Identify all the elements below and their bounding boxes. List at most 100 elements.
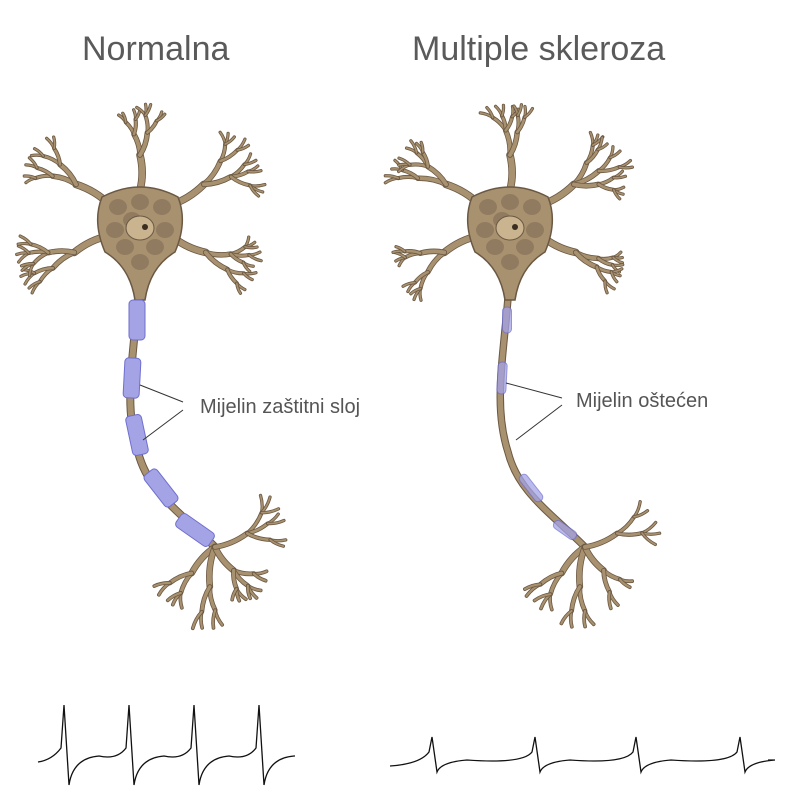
- dendrite-branch: [153, 581, 171, 588]
- label-pointer-line: [139, 384, 184, 403]
- dendrite-branch: [618, 166, 634, 169]
- organelle: [501, 254, 519, 270]
- dendrite-branch: [395, 245, 406, 253]
- dendrite-branch: [538, 571, 564, 586]
- dendrite-branch: [33, 147, 45, 157]
- dendrite-branch: [410, 139, 418, 154]
- axon: [497, 271, 587, 549]
- dendrite-branch: [533, 593, 552, 602]
- dendrite-branch: [201, 174, 233, 187]
- dendrite-branch: [633, 509, 649, 518]
- dendrite-branch: [121, 112, 127, 124]
- title-normal: Normalna: [82, 30, 230, 68]
- label-pointer-line: [515, 404, 563, 441]
- dendrite-branch: [420, 141, 424, 153]
- dendrite-branch: [573, 250, 599, 270]
- dendrite-branch: [610, 271, 618, 283]
- dendrite-branch: [20, 262, 35, 267]
- organelle: [156, 222, 174, 238]
- damaged-myelin-segment: [552, 519, 578, 541]
- dendrite-branch: [608, 590, 612, 610]
- dendrite-branch: [609, 150, 621, 159]
- dendrite-branch: [384, 174, 400, 179]
- dendrite-branch: [17, 245, 30, 254]
- dendrite-branch: [597, 143, 608, 151]
- dendrite-branch: [523, 583, 542, 591]
- cell-body: [466, 186, 554, 301]
- label-pointer-line: [505, 382, 563, 399]
- dendrite-branch: [242, 261, 251, 273]
- dendrite-branch: [243, 159, 257, 166]
- dendrite-branch: [249, 184, 260, 197]
- dendrite-branch: [641, 532, 657, 546]
- dendrite-branch: [410, 287, 422, 295]
- dendrite-branch: [269, 538, 285, 548]
- dendrite-branch: [208, 585, 217, 612]
- dendrite-branch: [46, 248, 77, 255]
- dendrite-branch: [28, 157, 38, 169]
- dendrite-branch: [508, 130, 520, 157]
- dendrite-branch: [236, 144, 250, 151]
- nucleolus: [142, 224, 148, 230]
- organelle: [479, 199, 497, 215]
- dendrite-branch: [231, 587, 238, 601]
- dendrite-branch: [213, 531, 250, 549]
- organelle: [523, 199, 541, 215]
- ms-neuron: [383, 103, 662, 629]
- organelle: [516, 239, 534, 255]
- organelle: [501, 194, 519, 210]
- dendrite-branch: [516, 103, 523, 117]
- dendrite-branch: [236, 282, 242, 295]
- dendrite-branch: [523, 107, 534, 119]
- dendrite-branch: [425, 164, 449, 187]
- organelle: [526, 222, 544, 238]
- dendrite-branch: [582, 544, 607, 573]
- dendrite-branch: [578, 585, 587, 613]
- organelle: [486, 239, 504, 255]
- dendrite-branch: [52, 136, 56, 150]
- dendrite-branch: [33, 266, 55, 275]
- cell-body: [96, 186, 184, 301]
- dendrite-branch: [418, 249, 447, 256]
- dendrite-branch: [244, 246, 258, 249]
- dendrite-branch: [612, 175, 627, 179]
- myelin-segment: [122, 357, 142, 399]
- dendrite-branch: [266, 519, 285, 525]
- dendrite-branch: [219, 148, 239, 163]
- dendrite-branch: [168, 571, 194, 585]
- dendrite-branch: [612, 256, 624, 264]
- myelin-segment: [128, 299, 146, 341]
- dendrite-branch: [155, 113, 166, 122]
- dendrite-branch: [203, 250, 230, 272]
- dendrite-branch: [402, 281, 416, 288]
- dendrite-branch: [248, 254, 262, 262]
- dendrite-branch: [615, 531, 644, 537]
- dendrite-branch: [224, 136, 236, 145]
- organelle: [146, 239, 164, 255]
- dendrite-branch: [137, 152, 146, 193]
- dendrite-branch: [425, 250, 447, 275]
- damaged-myelin-segment: [518, 473, 544, 503]
- organelle: [116, 239, 134, 255]
- dendrite-branch: [138, 130, 150, 157]
- normal-neuron: [15, 102, 288, 631]
- damaged-myelin-segment: [496, 361, 508, 395]
- nucleolus: [512, 224, 518, 230]
- dendrite-branch: [583, 609, 587, 628]
- dendrite-branch: [597, 165, 621, 173]
- dendrite-branch: [50, 250, 77, 271]
- dendrite-branch: [200, 585, 212, 614]
- ms-signal-trace: [389, 736, 776, 775]
- dendrite-branch: [166, 591, 182, 602]
- organelle: [131, 194, 149, 210]
- dendrite-branch: [260, 507, 280, 514]
- dendrite-branch: [583, 531, 620, 549]
- label-myelin-protective-layer: Mijelin zaštitni sloj: [200, 396, 361, 418]
- organelle: [153, 199, 171, 215]
- myelin-segment: [175, 513, 215, 547]
- dendrite-branch: [507, 152, 516, 193]
- organelle: [131, 254, 149, 270]
- dendrite-branch: [398, 157, 411, 166]
